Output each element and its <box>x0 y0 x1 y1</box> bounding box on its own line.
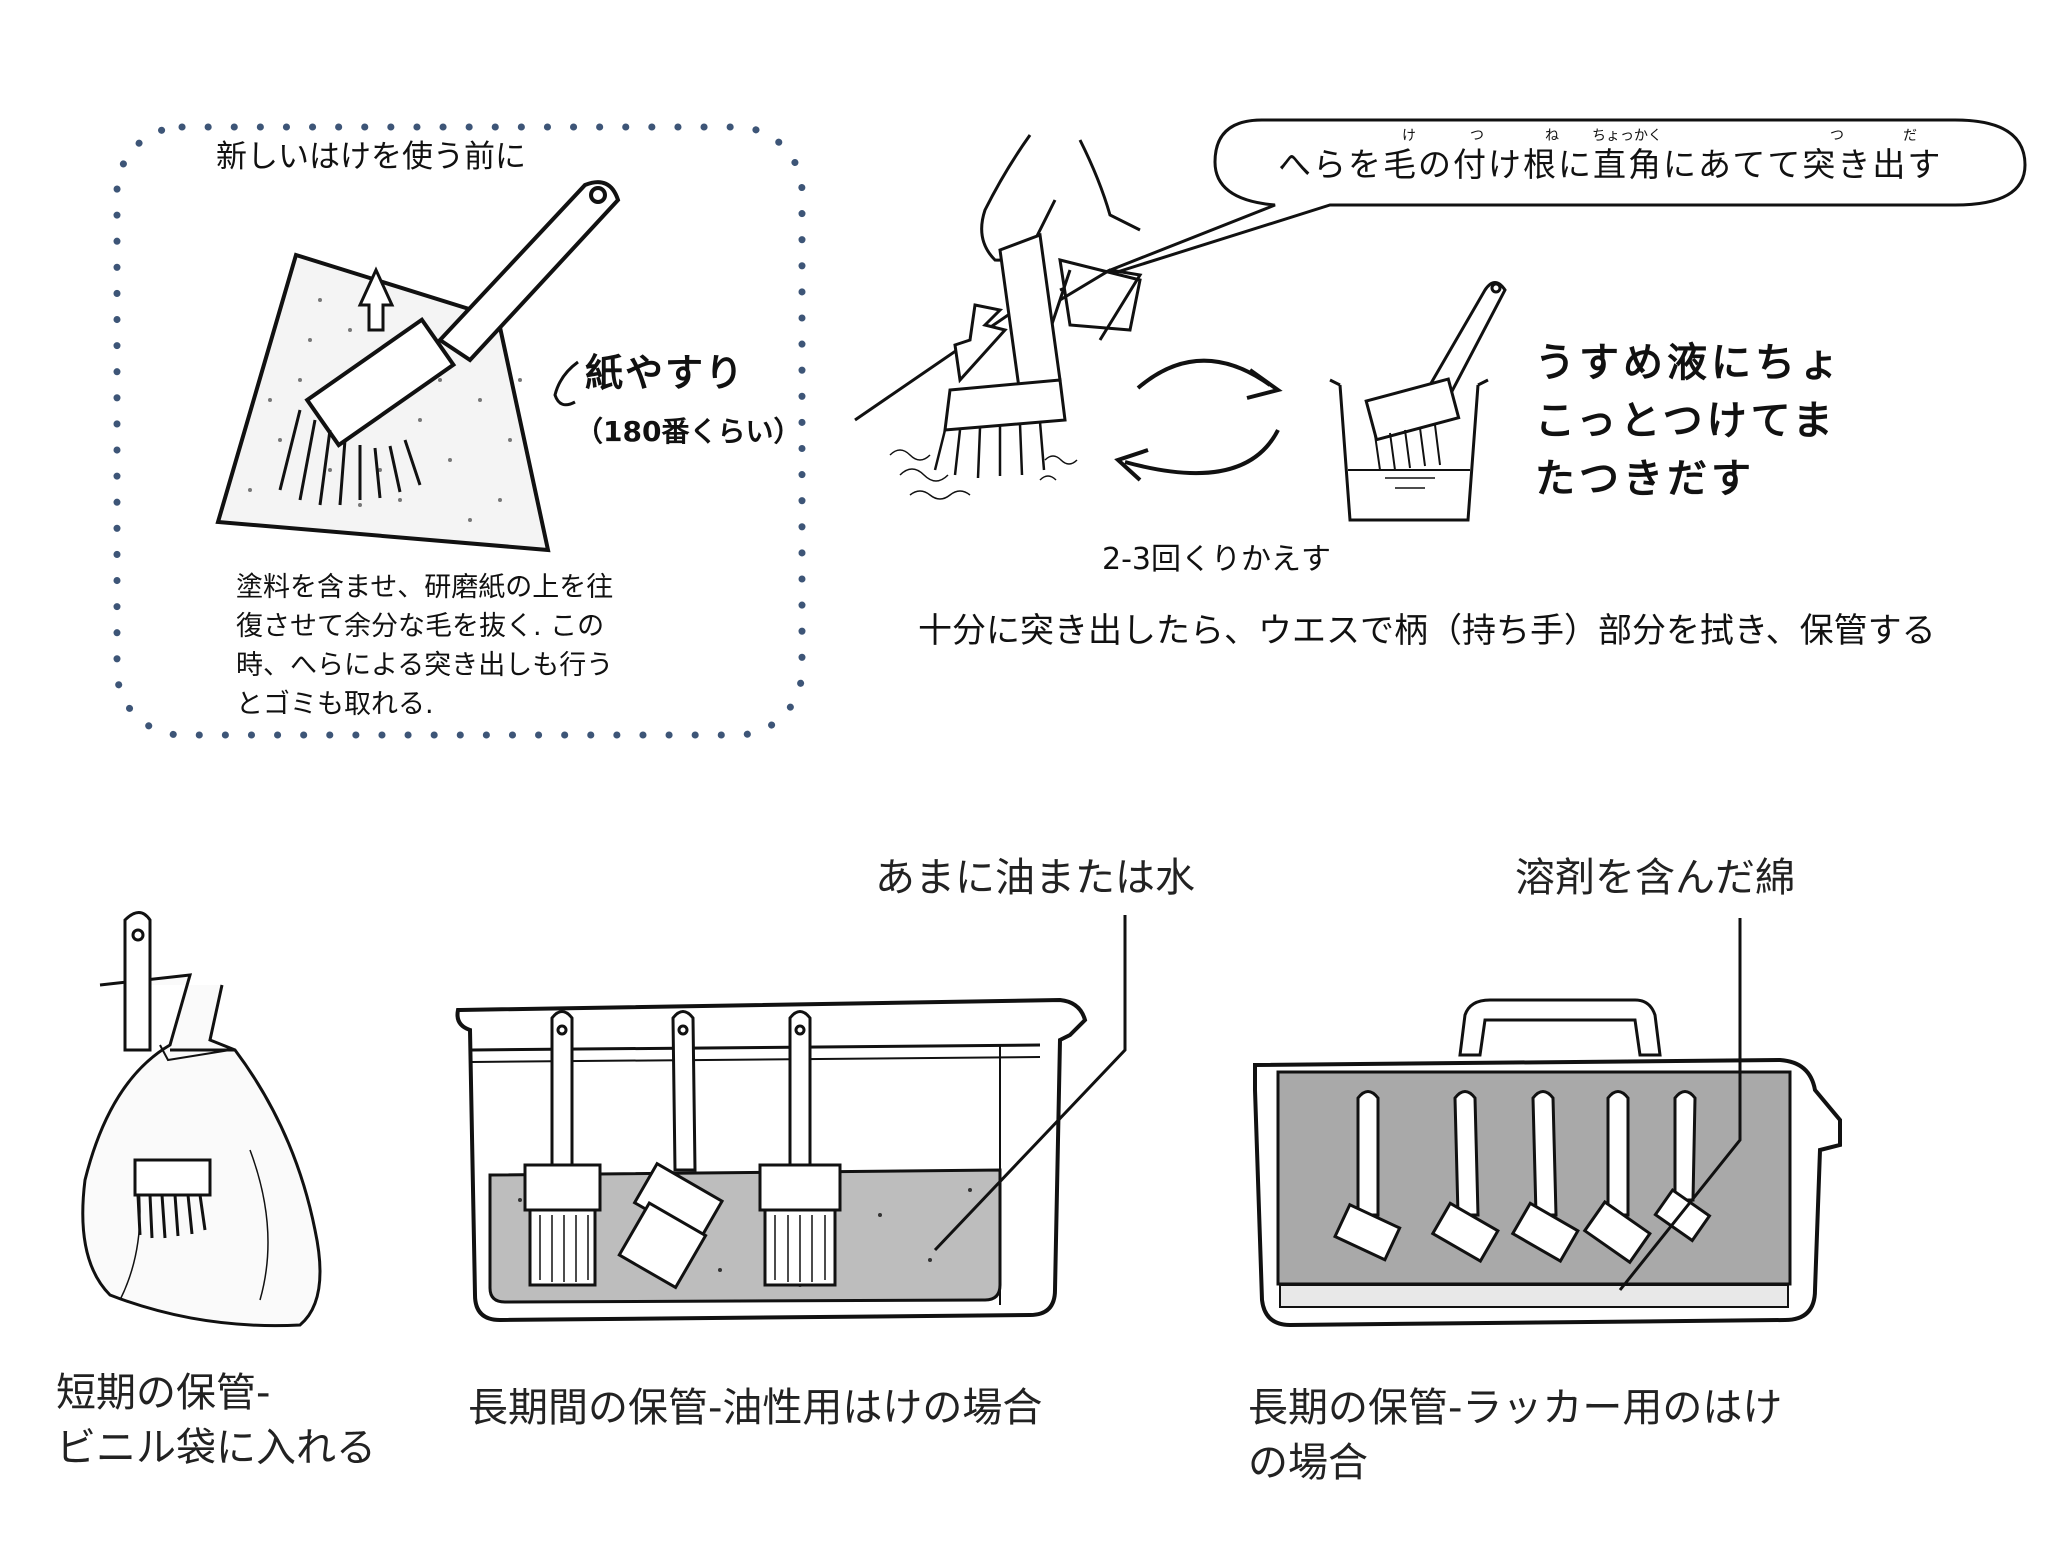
lacquer-storage-box <box>1253 998 1842 1328</box>
callout-text: へらを毛の付け根に直角にあてて突き出す <box>1278 145 1943 184</box>
cycle-arrows <box>1114 358 1283 482</box>
ruby-da: だ <box>1903 128 1917 144</box>
cycle-arrow-left <box>1124 429 1280 476</box>
oil-water-label: あまに油または水 <box>875 855 1195 901</box>
ruby-tsu-2: つ <box>1830 128 1844 144</box>
splash-marks <box>889 449 1078 500</box>
ruby-chokkaku: ちょっかく <box>1592 128 1662 144</box>
ruby-ke: け <box>1402 128 1416 144</box>
down-arrow-icon <box>953 303 1008 384</box>
new-brush-instructions: 塗料を含ませ、研磨紙の上を往復させて余分な毛を抜く. この時、へらによる突き出し… <box>236 572 614 721</box>
long-term-oil-label: 長期間の保管-油性用はけの場合 <box>468 1385 1043 1431</box>
brush-on-sandpaper <box>278 180 621 506</box>
oil-pointer-line <box>933 915 1127 1252</box>
repeat-label: 2-3回くりかえす <box>1102 542 1331 577</box>
sandpaper-pointer-line <box>553 360 579 407</box>
long-term-lacquer-label-line2: の場合 <box>1248 1440 1368 1486</box>
brush-being-cleaned <box>933 232 1067 479</box>
plastic-bag-with-brush <box>81 911 322 1328</box>
panel-new-brush-title: 新しいはけを使う前に <box>216 139 526 175</box>
solvent-cotton-label: 溶剤を含んだ綿 <box>1515 855 1795 901</box>
storage-instructions: 十分に突き出したら、ウエスで柄（持ち手）部分を拭き、保管する <box>918 611 1936 651</box>
oil-storage-tank <box>455 997 1088 1323</box>
sandpaper-label: 紙やすり <box>585 351 746 395</box>
up-arrow-icon <box>357 266 395 332</box>
callout-bubble <box>1059 118 2027 292</box>
long-term-lacquer-label-line1: 長期の保管-ラッカー用のはけ <box>1248 1385 1783 1431</box>
hands-with-spatula <box>854 134 1143 422</box>
short-term-label-line1: 短期の保管- <box>56 1370 271 1416</box>
lacquer-brushes <box>1333 1090 1712 1265</box>
hanging-brushes <box>523 1010 842 1290</box>
ruby-tsu: つ <box>1470 128 1484 144</box>
dip-in-thinner-text: うすめ液にちょこっとつけてまたつきだす <box>1535 340 1843 502</box>
ruby-ne: ね <box>1545 128 1559 144</box>
grit-label: （180番くらい） <box>575 415 802 448</box>
beaker-with-thinner <box>1329 281 1507 522</box>
solvent-pointer-line <box>1618 918 1742 1291</box>
short-term-label-line2: ビニル袋に入れる <box>56 1425 376 1471</box>
